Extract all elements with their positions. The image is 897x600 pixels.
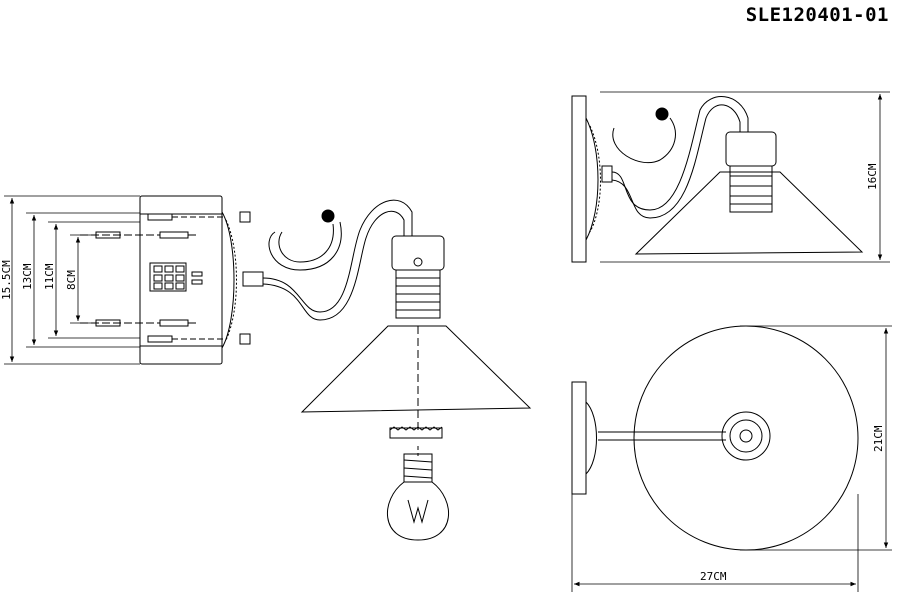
light-bulb bbox=[386, 446, 450, 541]
side-dimensions bbox=[600, 91, 890, 263]
exploded-view bbox=[80, 195, 532, 541]
screw-spacing-mid-label: 11CM bbox=[43, 263, 56, 290]
lamp-arm bbox=[242, 199, 413, 321]
top-dimensions bbox=[571, 325, 892, 592]
shade-ring bbox=[389, 426, 443, 439]
top-view bbox=[571, 325, 859, 551]
lamp-shade bbox=[300, 325, 532, 430]
side-view bbox=[571, 95, 864, 263]
screw-spacing-inner-label: 8CM bbox=[65, 270, 78, 290]
terminal-block bbox=[149, 262, 203, 292]
backplate-height-label: 15.5CM bbox=[0, 260, 13, 300]
lamp-socket bbox=[391, 235, 445, 319]
left-dimensions bbox=[4, 195, 140, 365]
model-code: SLE120401-01 bbox=[745, 4, 889, 26]
screw-spacing-outer-label: 13CM bbox=[21, 263, 34, 290]
lamp-height-label: 16CM bbox=[866, 163, 879, 190]
shade-diameter-label: 21CM bbox=[872, 425, 885, 452]
lamp-depth-label: 27CM bbox=[700, 570, 727, 583]
